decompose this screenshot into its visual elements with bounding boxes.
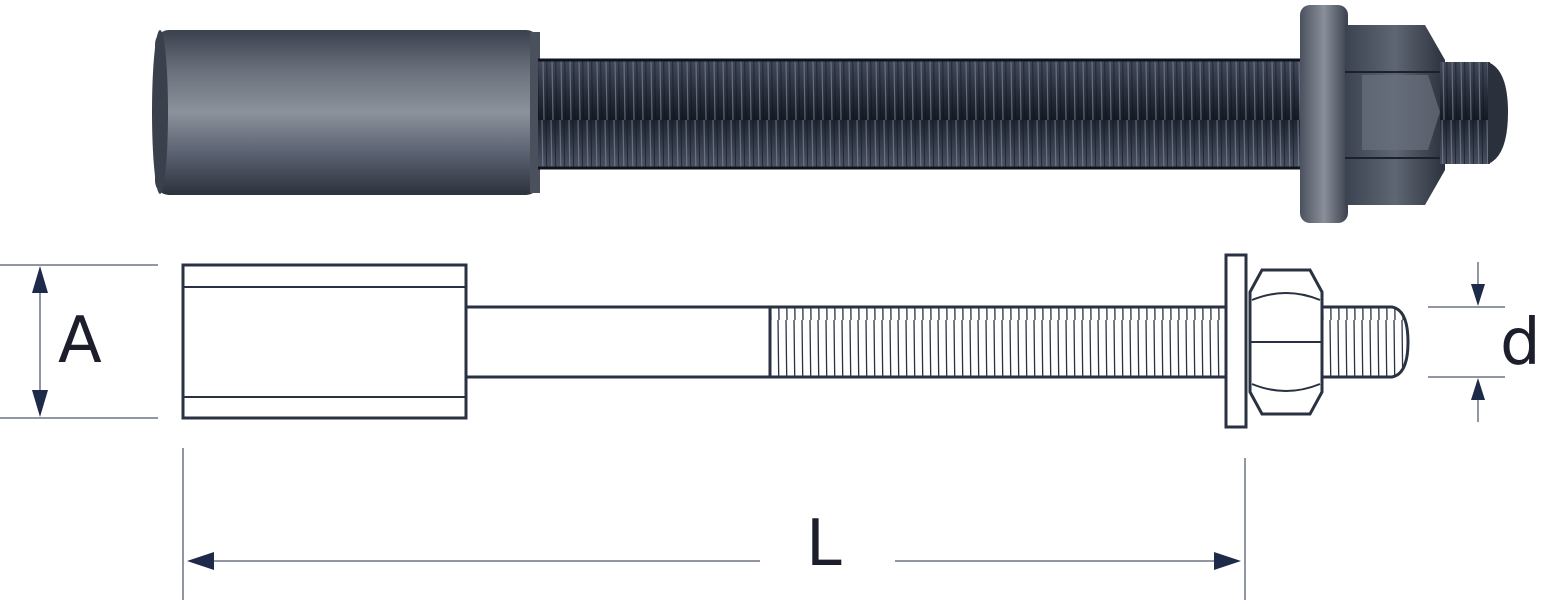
label-A: A [58,304,102,378]
arrow-left-icon [187,552,214,570]
drawing-rod [464,305,772,379]
photo-threaded-rod [538,58,1338,170]
photo-sleeve [152,30,540,195]
photo-washer [1300,5,1348,223]
photo-hex-nut [1345,25,1445,205]
photo-rod-end [1440,62,1508,164]
drawing-thread-end [1320,305,1410,379]
arrow-right-icon [1214,552,1241,570]
dimension-A: A [0,264,158,419]
dimension-d: d [1428,262,1541,422]
label-d: d [1500,306,1541,380]
arrow-up-icon [32,266,48,293]
drawing-thread [768,305,1228,379]
arrow-down-icon [32,390,48,417]
arrow-up-icon [1471,378,1485,400]
dimension-L: L [182,448,1246,600]
technical-drawing [181,253,1410,429]
label-L: L [806,507,842,581]
drawing-washer [1224,253,1248,429]
drawing-sleeve [181,263,468,420]
drawing-nut [1248,268,1324,416]
photo-anchor [152,5,1508,223]
arrow-down-icon [1471,284,1485,306]
